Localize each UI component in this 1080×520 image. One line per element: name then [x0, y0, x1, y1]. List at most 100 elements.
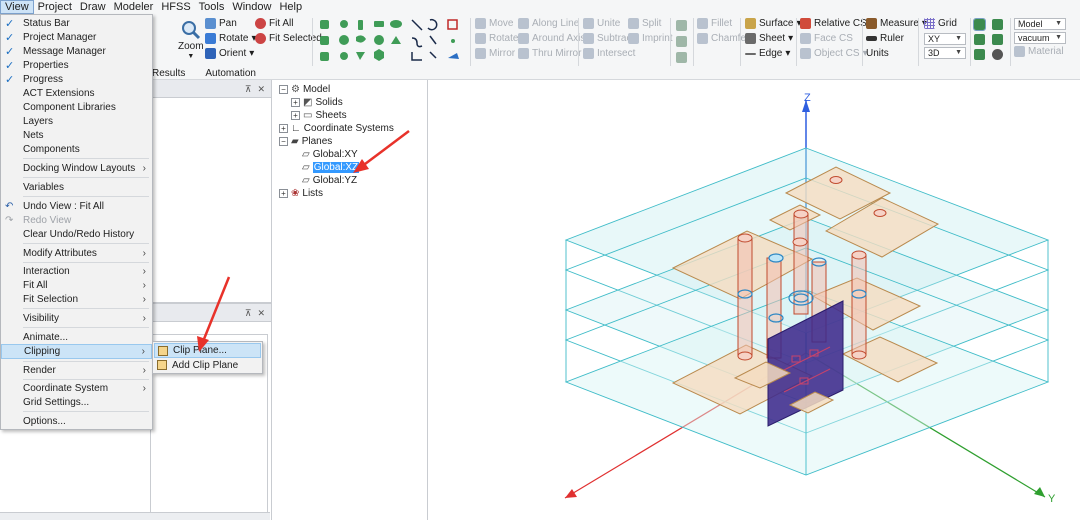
tree-node-model[interactable]: −⚙Model — [279, 84, 330, 95]
model-canvas[interactable]: Z Y — [430, 80, 1080, 520]
expand-icon[interactable]: + — [291, 98, 300, 107]
horizontal-scrollbar[interactable] — [0, 512, 270, 520]
around-axis-button[interactable]: Around Axis — [518, 33, 585, 44]
menu-project[interactable]: Project — [37, 1, 72, 13]
menu-item-modify-attributes[interactable]: Modify Attributes› — [23, 247, 146, 259]
menu-modeler[interactable]: Modeler — [113, 1, 154, 13]
menu-item-visibility[interactable]: Visibility› — [23, 312, 146, 324]
model-icon: ⚙ — [291, 84, 300, 95]
sheet-button[interactable]: Sheet ▾ — [745, 33, 793, 44]
menu-view[interactable]: View — [0, 0, 34, 14]
menu-item-options[interactable]: Options... — [23, 415, 66, 427]
close-icon[interactable]: ✕ — [257, 308, 265, 318]
draw-primitives — [318, 18, 468, 64]
menu-item-status-bar[interactable]: ✓Status Bar — [5, 17, 70, 30]
chamfer-button[interactable]: Chamfer — [697, 33, 749, 44]
pan-button[interactable]: Pan — [205, 18, 237, 29]
rotate-view-button[interactable]: Rotate ▾ — [205, 33, 257, 44]
menu-item-component-libraries[interactable]: Component Libraries — [23, 101, 116, 113]
menu-help[interactable]: Help — [279, 1, 303, 13]
collapse-icon[interactable]: − — [279, 85, 288, 94]
grid-plane-select[interactable]: XY▼ — [924, 33, 966, 45]
menu-item-animate[interactable]: Animate... — [23, 331, 69, 343]
tree-node-lists[interactable]: +❀Lists — [279, 188, 323, 199]
tab-automation[interactable]: Automation — [205, 68, 256, 79]
menu-item-components[interactable]: Components — [23, 143, 80, 155]
tab-results[interactable]: Results — [152, 68, 186, 79]
menu-item-project-manager[interactable]: ✓Project Manager — [5, 31, 97, 44]
3d-modeler-viewport[interactable]: Z Y — [430, 80, 1080, 520]
intersect-button[interactable]: Intersect — [583, 48, 635, 59]
tree-node-coordinate-systems[interactable]: +∟Coordinate Systems — [279, 123, 394, 134]
model-select[interactable]: Model▼ — [1014, 18, 1066, 30]
expand-icon[interactable]: + — [291, 111, 300, 120]
menu-item-coordinate-system[interactable]: Coordinate System› — [23, 382, 146, 394]
snap-face-icon[interactable] — [992, 34, 1003, 45]
units-button[interactable]: Units — [866, 48, 889, 59]
menu-item-undo-view[interactable]: ↶Undo View : Fit All — [5, 200, 104, 212]
menu-item-render[interactable]: Render› — [23, 364, 146, 376]
menu-item-progress[interactable]: ✓Progress — [5, 73, 64, 86]
fit-all-button[interactable]: Fit All — [255, 18, 293, 29]
menu-tools[interactable]: Tools — [198, 1, 225, 13]
menu-item-interaction[interactable]: Interaction› — [23, 265, 146, 277]
split-button[interactable]: Split — [628, 18, 661, 29]
snap-quadrant-icon[interactable] — [992, 49, 1003, 60]
grid-mode-select[interactable]: 3D▼ — [924, 47, 966, 59]
along-line-button[interactable]: Along Line — [518, 18, 579, 29]
material-button[interactable]: Material — [1014, 46, 1064, 57]
tree-node-sheets[interactable]: +▭Sheets — [291, 110, 347, 121]
snap-grid-icon[interactable] — [973, 18, 986, 31]
object-cs-button[interactable]: Object CS ▾ — [800, 48, 868, 59]
face-cs-button[interactable]: Face CS — [800, 33, 853, 44]
tree-node-global-xy[interactable]: ▱Global:XY — [302, 149, 358, 160]
snap-vertex-icon[interactable] — [992, 19, 1003, 30]
menu-item-clip-plane[interactable]: Clip Plane... — [154, 343, 261, 358]
fillet-button[interactable]: Fillet — [697, 18, 732, 29]
menu-item-nets[interactable]: Nets — [23, 129, 44, 141]
relative-cs-button[interactable]: Relative CS ▾ — [800, 18, 875, 29]
move-button[interactable]: Move — [475, 18, 513, 29]
collapse-icon[interactable]: − — [279, 137, 288, 146]
rotate-object-button[interactable]: Rotate — [475, 33, 518, 44]
imprint-button[interactable]: Imprint — [628, 33, 673, 44]
menu-item-properties[interactable]: ✓Properties — [5, 59, 69, 72]
tree-node-planes[interactable]: −▰Planes — [279, 136, 332, 147]
edge-button[interactable]: Edge ▾ — [745, 48, 790, 59]
pin-icon[interactable]: ⊼ — [244, 84, 252, 94]
menu-item-fit-all[interactable]: Fit All› — [23, 279, 146, 291]
menu-item-add-clip-plane[interactable]: Add Clip Plane — [154, 358, 261, 373]
fit-selected-button[interactable]: Fit Selected — [255, 33, 322, 44]
subtract-button[interactable]: Subtract — [583, 33, 634, 44]
menu-item-layers[interactable]: Layers — [23, 115, 54, 127]
thru-mirror-button[interactable]: Thru Mirror — [518, 48, 581, 59]
ruler-button[interactable]: Ruler — [866, 33, 904, 44]
menu-item-message-manager[interactable]: ✓Message Manager — [5, 45, 106, 58]
menu-window[interactable]: Window — [232, 1, 272, 13]
menu-item-fit-selection[interactable]: Fit Selection› — [23, 293, 146, 305]
material-select[interactable]: vacuum▼ — [1014, 32, 1066, 44]
menu-hfss[interactable]: HFSS — [161, 1, 191, 13]
pin-icon[interactable]: ⊼ — [244, 308, 252, 318]
menu-item-docking-window-layouts[interactable]: Docking Window Layouts› — [23, 162, 146, 174]
surface-button[interactable]: Surface ▾ — [745, 18, 802, 29]
unite-button[interactable]: Unite — [583, 18, 620, 29]
snap-edge-icon[interactable] — [974, 34, 985, 45]
menu-item-variables[interactable]: Variables — [23, 181, 64, 193]
snap-center-icon[interactable] — [974, 49, 985, 60]
tree-node-global-xz[interactable]: ▱Global:XZ — [302, 162, 360, 173]
expand-icon[interactable]: + — [279, 189, 288, 198]
zoom-button[interactable]: Zoom ▼ — [178, 20, 204, 60]
menu-draw[interactable]: Draw — [79, 1, 106, 13]
expand-icon[interactable]: + — [279, 124, 288, 133]
grid-button[interactable]: Grid — [924, 18, 957, 29]
tree-node-global-yz[interactable]: ▱Global:YZ — [302, 175, 358, 186]
mirror-button[interactable]: Mirror — [475, 48, 515, 59]
menu-item-clear-undo-redo[interactable]: Clear Undo/Redo History — [23, 228, 135, 240]
tree-node-solids[interactable]: +◩Solids — [291, 97, 343, 108]
menu-item-grid-settings[interactable]: Grid Settings... — [23, 396, 90, 408]
orient-button[interactable]: Orient ▾ — [205, 48, 254, 59]
menu-item-clipping[interactable]: Clipping› — [1, 344, 152, 359]
menu-item-act-extensions[interactable]: ACT Extensions — [23, 87, 95, 99]
close-icon[interactable]: ✕ — [257, 84, 265, 94]
